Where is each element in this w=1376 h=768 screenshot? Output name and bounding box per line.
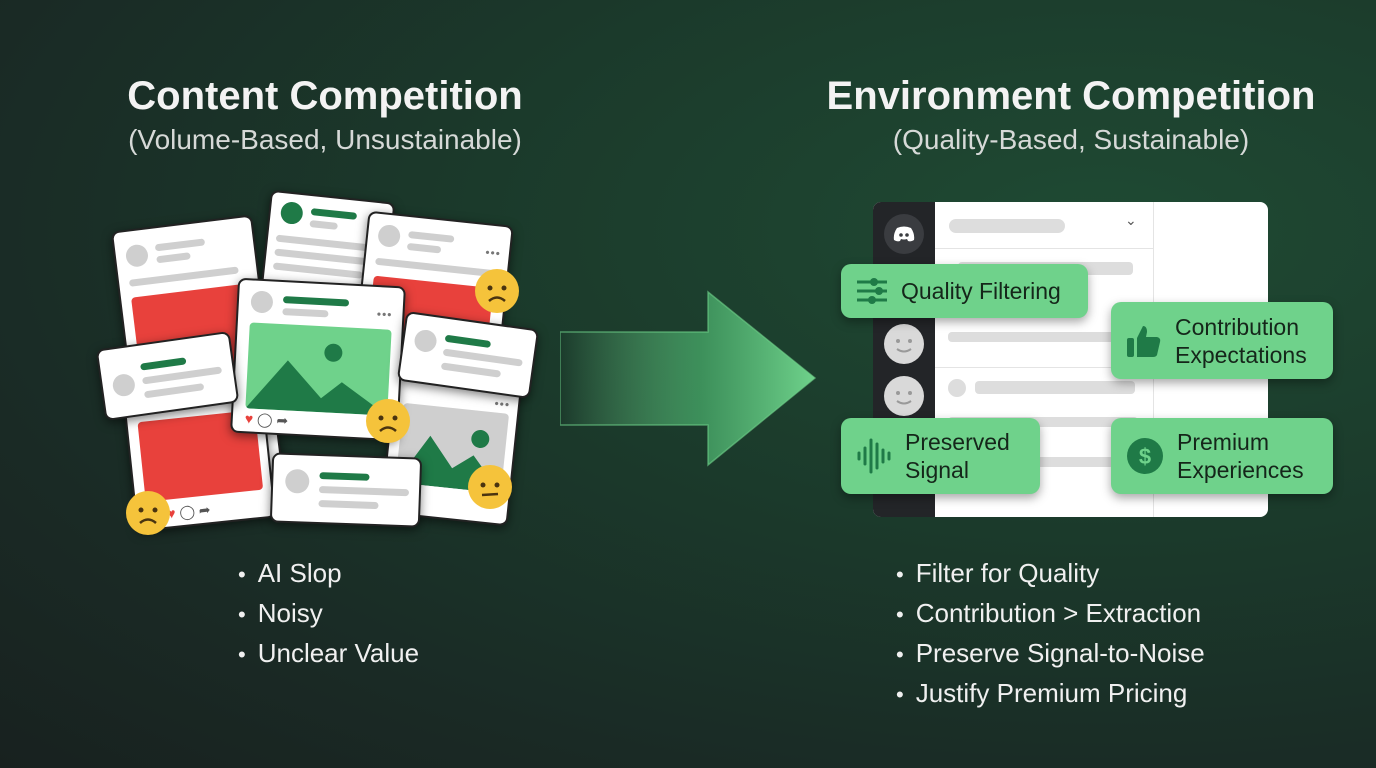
sliders-icon [857, 278, 887, 304]
left-title: Content Competition [127, 74, 523, 118]
svg-text:$: $ [1139, 444, 1151, 469]
frown-emoji-icon [126, 491, 170, 535]
chip-label: Quality Filtering [901, 278, 1061, 304]
comment-bubble [269, 452, 423, 528]
skeptical-emoji-icon [468, 465, 512, 509]
bullet-item: Justify Premium Pricing [896, 674, 1205, 714]
bullet-item: Contribution > Extraction [896, 594, 1205, 634]
image-placeholder-icon [245, 322, 392, 416]
right-arrow-icon [560, 290, 817, 467]
featured-post-card: ••• ♥ ◯ ➦ [230, 277, 406, 442]
chip-quality-filtering: Quality Filtering [841, 264, 1088, 318]
chevron-down-icon[interactable]: ⌄ [1125, 212, 1137, 228]
sound-wave-icon [857, 438, 891, 474]
thumbs-up-icon [1127, 325, 1161, 357]
left-subtitle: (Volume-Based, Unsustainable) [128, 124, 522, 155]
frown-emoji-icon [366, 399, 410, 443]
right-subtitle: (Quality-Based, Sustainable) [892, 124, 1250, 155]
bullet-item: Preserve Signal-to-Noise [896, 634, 1205, 674]
user-avatar-icon [884, 376, 924, 416]
bullet-item: AI Slop [238, 554, 419, 594]
dollar-coin-icon: $ [1127, 438, 1163, 474]
reaction-icons: ♥ ◯ ➦ [244, 410, 289, 429]
bullet-item: Filter for Quality [896, 554, 1205, 594]
bullet-item: Unclear Value [238, 634, 419, 674]
left-bullet-list: AI Slop Noisy Unclear Value [238, 554, 419, 674]
right-title: Environment Competition [826, 74, 1316, 118]
bullet-item: Noisy [238, 594, 419, 634]
right-bullet-list: Filter for Quality Contribution > Extrac… [896, 554, 1205, 714]
user-avatar-icon [884, 324, 924, 364]
discord-logo-icon [884, 214, 924, 254]
frown-emoji-icon [475, 269, 519, 313]
